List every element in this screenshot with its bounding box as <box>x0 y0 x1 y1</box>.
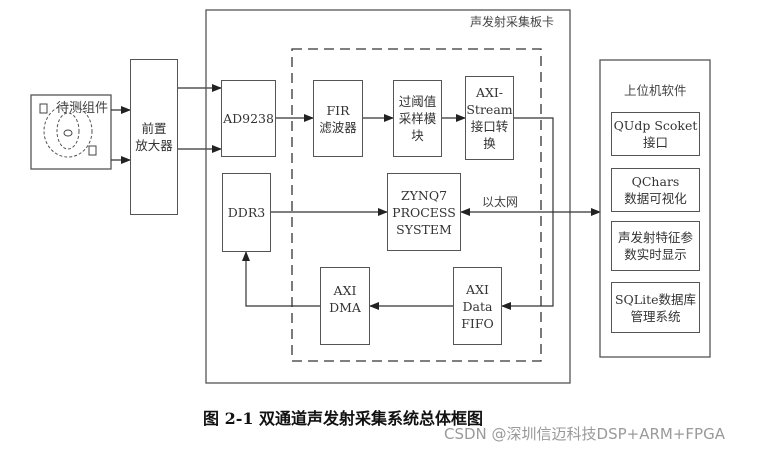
board-frame <box>205 9 571 384</box>
wave-ring-inner <box>56 112 80 150</box>
sensor-label: 待测组件 <box>56 101 109 116</box>
host-module-udp: QUdp Scoket 接口 <box>611 112 700 156</box>
ethernet-label: 以太网 <box>482 195 519 209</box>
host-title: 上位机软件 <box>624 83 687 98</box>
axi-dma-block: AXI DMA <box>320 267 370 345</box>
arrow-dma-ddr <box>242 251 320 307</box>
sensor-icon-1 <box>39 103 48 114</box>
sensor-box <box>30 94 112 170</box>
zynq-ps-block: ZYNQ7 PROCESS SYSTEM <box>387 173 461 251</box>
adc-block: AD9238 <box>221 80 276 157</box>
fir-filter-block: FIR 滤波器 <box>313 80 363 157</box>
preamp-block: 前置 放大器 <box>130 59 178 215</box>
watermark: CSDN @深圳信迈科技DSP+ARM+FPGA <box>444 425 725 443</box>
sensor-icon-2 <box>88 145 97 156</box>
axi-stream-block: AXI- Stream 接口转 换 <box>465 76 514 160</box>
fpga-region <box>291 48 542 362</box>
host-panel <box>599 59 711 358</box>
figure-caption: 图 2-1 双通道声发射采集系统总体框图 <box>203 409 484 428</box>
board-title: 声发射采集板卡 <box>470 15 555 29</box>
host-module-qchars: QChars 数据可视化 <box>611 168 700 212</box>
host-module-sqlite: SQLite数据库 管理系统 <box>611 282 700 333</box>
axi-fifo-block: AXI Data FIFO <box>453 267 502 345</box>
wave-source <box>63 129 73 137</box>
ddr3-block: DDR3 <box>222 173 271 252</box>
wave-ring-outer <box>43 104 93 158</box>
threshold-sampling-block: 过阈值 采样模 块 <box>393 80 442 157</box>
host-module-realtime-display: 声发射特征参 数实时显示 <box>611 221 700 271</box>
